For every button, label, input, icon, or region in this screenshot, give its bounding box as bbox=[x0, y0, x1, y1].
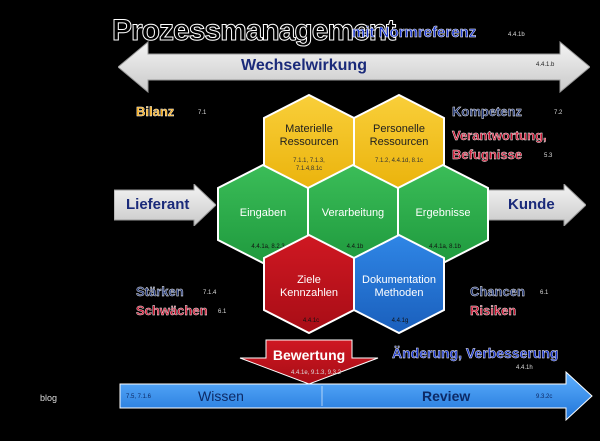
chancen-label: Chancen bbox=[470, 284, 525, 299]
page-title: Prozessmanagement bbox=[111, 14, 396, 48]
kunde-label: Kunde bbox=[508, 196, 555, 213]
aenderung-ref: 4.4.1h bbox=[516, 365, 533, 371]
befugnisse-label: Befugnisse bbox=[452, 147, 523, 162]
hex-personelle-ressourcen: Personelle Ressourcen 7.1.2, 4.4.1d, 8.1… bbox=[353, 93, 445, 195]
hex-ziele-line2: Kennzahlen bbox=[280, 287, 338, 299]
hex-eingaben-ref: 4.4.1a, 8.2.3 bbox=[251, 244, 285, 250]
bewertung-ref: 4.4.1e, 9.1.3, 9.3.2 bbox=[291, 370, 342, 376]
blog-watermark: blog bbox=[40, 393, 58, 403]
bilanz-ref: 7.1 bbox=[198, 110, 207, 116]
hex-dokumentation-methoden: Dokumentation Methoden 4.4.1g bbox=[353, 233, 445, 335]
schwaechen-label: Schwächen bbox=[136, 303, 208, 318]
wissen-review-arrow bbox=[119, 370, 593, 422]
staerken-label: Stärken bbox=[136, 284, 184, 299]
hex-ziele-ref: 4.4.1c bbox=[303, 318, 319, 324]
hex-ergebnisse-ref: 4.4.1a, 8.1b bbox=[429, 244, 461, 250]
hex-ziele-line1: Ziele bbox=[297, 274, 321, 286]
review-label: Review bbox=[422, 388, 471, 404]
page-subtitle: mit Normreferenz bbox=[352, 24, 477, 42]
kompetenz-label: Kompetenz bbox=[452, 104, 523, 119]
chancen-ref: 6.1 bbox=[540, 290, 549, 296]
hex-personelle-line2: Ressourcen bbox=[370, 136, 429, 148]
wissen-label: Wissen bbox=[198, 388, 244, 404]
befugnisse-ref: 5.3 bbox=[544, 153, 553, 159]
schwaechen-ref: 6.1 bbox=[218, 309, 227, 315]
hex-materielle-ref2: 7.1.4,8.1c bbox=[296, 166, 322, 172]
lieferant-label: Lieferant bbox=[126, 196, 190, 213]
wechselwirkung-label: Wechselwirkung bbox=[241, 57, 367, 74]
hex-verarbeitung: Verarbeitung 4.4.1b bbox=[307, 163, 399, 265]
hex-materielle-ref1: 7.1.1, 7.1.3, bbox=[293, 158, 325, 164]
hex-eingaben-label: Eingaben bbox=[240, 207, 287, 219]
hex-personelle-line1: Personelle bbox=[373, 123, 425, 135]
hex-materielle-line2: Ressourcen bbox=[280, 136, 339, 148]
bewertung-arrow: Bewertung 4.4.1e, 9.1.3, 9.3.2 bbox=[239, 339, 379, 385]
hex-ergebnisse: Ergebnisse 4.4.1a, 8.1b bbox=[397, 163, 489, 265]
bilanz-label: Bilanz bbox=[136, 104, 175, 119]
hex-verarbeitung-ref: 4.4.1b bbox=[347, 244, 364, 250]
bewertung-label: Bewertung bbox=[273, 347, 345, 363]
title-ref: 4.4.1b bbox=[508, 32, 525, 38]
staerken-ref: 7.1.4 bbox=[203, 290, 217, 296]
hex-dokumentation-ref: 4.4.1g bbox=[392, 318, 409, 324]
wissen-ref: 7.5, 7.1.6 bbox=[126, 394, 152, 400]
wechselwirkung-arrow bbox=[118, 40, 590, 94]
hex-materielle-ressourcen: Materielle Ressourcen 7.1.1, 7.1.3, 7.1.… bbox=[263, 93, 355, 195]
hex-dokumentation-line1: Dokumentation bbox=[362, 274, 436, 286]
hex-ergebnisse-label: Ergebnisse bbox=[415, 207, 470, 219]
kunde-arrow bbox=[488, 184, 586, 226]
hex-dokumentation-line2: Methoden bbox=[375, 287, 424, 299]
hex-ziele-kennzahlen: Ziele Kennzahlen 4.4.1c bbox=[263, 233, 355, 335]
kompetenz-ref: 7.2 bbox=[554, 110, 563, 116]
aenderung-label: Änderung, Verbesserung bbox=[392, 345, 559, 361]
verantwortung-label: Verantwortung, bbox=[452, 128, 547, 143]
review-ref: 9.3.2c bbox=[536, 394, 553, 400]
hex-materielle-line1: Materielle bbox=[285, 123, 333, 135]
hex-verarbeitung-label: Verarbeitung bbox=[322, 207, 384, 219]
lieferant-arrow bbox=[114, 184, 216, 226]
wechselwirkung-ref: 4.4.1.b bbox=[536, 62, 555, 68]
hex-personelle-ref: 7.1.2, 4.4.1d, 8.1c bbox=[375, 158, 423, 164]
risiken-label: Risiken bbox=[470, 303, 517, 318]
